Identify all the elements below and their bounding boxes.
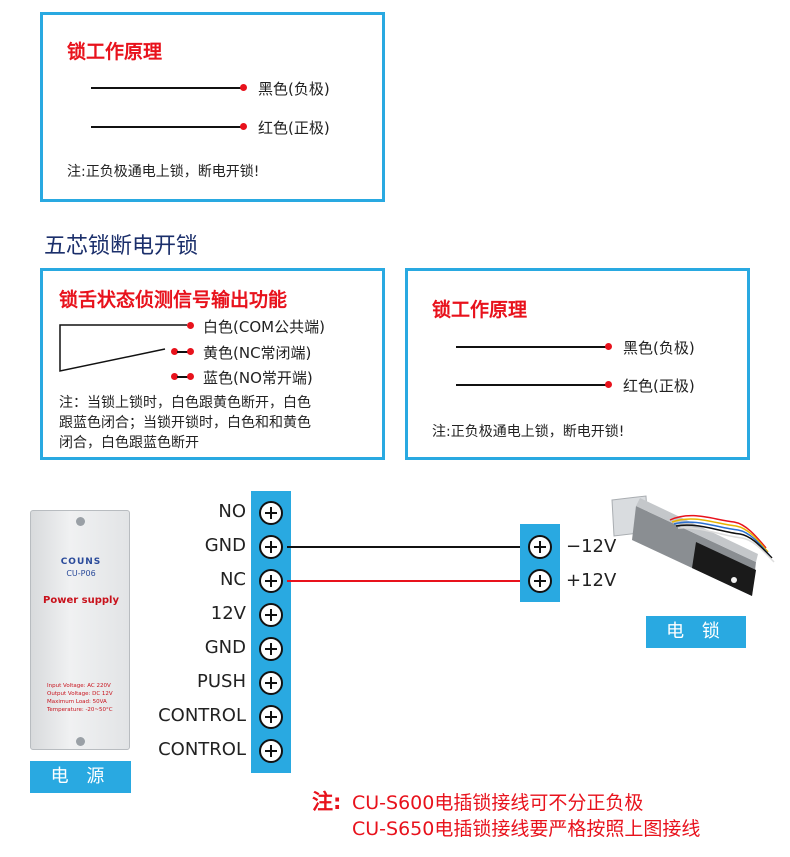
terminal-gnd-2 bbox=[259, 637, 283, 661]
red-wire-line-right bbox=[456, 384, 606, 386]
black-wire-line-right bbox=[456, 346, 606, 348]
power-supply-label: Power supply bbox=[43, 595, 119, 606]
section-title: 五芯锁断电开锁 bbox=[44, 234, 199, 259]
tongue-note-line-1: 注：当锁上锁时，白色跟黄色断开，白色 bbox=[59, 395, 311, 411]
terminal-nc bbox=[259, 569, 283, 593]
yellow-wire-dot-b bbox=[187, 348, 194, 355]
tongue-signal-title: 锁舌状态侦测信号输出功能 bbox=[59, 289, 288, 311]
black-wire-label-right: 黑色(负极) bbox=[623, 339, 695, 357]
switch-diagram bbox=[59, 324, 187, 372]
electric-lock-image bbox=[611, 495, 775, 596]
black-wire-label: 黑色(负极) bbox=[258, 80, 330, 98]
black-wire-dot bbox=[240, 84, 247, 91]
wire-nc-to-positive bbox=[287, 580, 527, 582]
power-supply-screw-top bbox=[76, 517, 85, 526]
terminal-12v bbox=[259, 603, 283, 627]
red-wire-dot bbox=[240, 123, 247, 130]
terminal-label-push: PUSH bbox=[197, 671, 246, 692]
tongue-note-line-2: 跟蓝色闭合；当锁开锁时，白色和和黄色 bbox=[59, 415, 311, 431]
lock-principle-right-note: 注:正负极通电上锁，断电开锁! bbox=[432, 424, 625, 440]
power-supply-spec-1: Input Voltage: AC 220V bbox=[47, 683, 111, 689]
blue-wire-line bbox=[177, 376, 189, 378]
power-supply-brand: COUNS bbox=[60, 557, 102, 567]
bottom-note-prefix: 注: bbox=[312, 790, 342, 814]
bottom-note-line-1: CU-S600电插锁接线可不分正负极 bbox=[352, 792, 644, 814]
power-supply-spec-2: Output Voltage: DC 12V bbox=[47, 691, 113, 697]
terminal-label-no: NO bbox=[218, 501, 246, 522]
lock-terminal-negative-label: −12V bbox=[566, 536, 617, 557]
electric-lock-tag: 电 锁 bbox=[646, 616, 746, 648]
red-wire-line bbox=[91, 126, 241, 128]
terminal-push bbox=[259, 671, 283, 695]
terminal-label-control-2: CONTROL bbox=[158, 739, 246, 760]
terminal-label-gnd-1: GND bbox=[204, 535, 246, 556]
power-supply-screw-bottom bbox=[76, 737, 85, 746]
terminal-gnd-1 bbox=[259, 535, 283, 559]
white-wire-dot bbox=[187, 322, 194, 329]
terminal-control-2 bbox=[259, 739, 283, 763]
wire-gnd-to-negative bbox=[287, 546, 527, 548]
white-wire-label: 白色(COM公共端) bbox=[203, 318, 325, 336]
lock-principle-box-right: 锁工作原理 黑色(负极) 红色(正极) 注:正负极通电上锁，断电开锁! bbox=[405, 268, 750, 460]
yellow-wire-dot-a bbox=[171, 348, 178, 355]
lock-terminal-positive bbox=[528, 569, 552, 593]
lock-terminal-positive-label: +12V bbox=[566, 570, 617, 591]
blue-wire-label: 蓝色(NO常开端) bbox=[203, 369, 313, 387]
power-supply-unit: COUNS CU-P06 Power supply Input Voltage:… bbox=[30, 510, 130, 750]
power-supply-tag: 电 源 bbox=[30, 761, 131, 793]
terminal-label-control-1: CONTROL bbox=[158, 705, 246, 726]
red-wire-label-right: 红色(正极) bbox=[623, 377, 695, 395]
terminal-no bbox=[259, 501, 283, 525]
lock-principle-right-title: 锁工作原理 bbox=[432, 299, 528, 321]
yellow-wire-label: 黄色(NC常闭端) bbox=[203, 344, 312, 362]
blue-wire-dot-a bbox=[171, 373, 178, 380]
terminal-control-1 bbox=[259, 705, 283, 729]
power-supply-model: CU-P06 bbox=[66, 569, 96, 578]
power-supply-spec-3: Maximum Load: 50VA bbox=[47, 699, 107, 705]
lock-terminal-negative bbox=[528, 535, 552, 559]
red-wire-dot-right bbox=[605, 381, 612, 388]
tongue-note-line-3: 闭合，白色跟蓝色断开 bbox=[59, 435, 199, 451]
power-terminal-strip bbox=[251, 491, 291, 773]
black-wire-line bbox=[91, 87, 241, 89]
bottom-note-line-2: CU-S650电插锁接线要严格按照上图接线 bbox=[352, 818, 701, 840]
terminal-label-nc: NC bbox=[219, 569, 246, 590]
power-supply-spec-4: Temperature: -20~50°C bbox=[47, 707, 113, 713]
terminal-label-12v: 12V bbox=[210, 603, 246, 624]
lock-principle-note: 注:正负极通电上锁，断电开锁! bbox=[67, 164, 260, 180]
lock-principle-box-top: 锁工作原理 黑色(负极) 红色(正极) 注:正负极通电上锁，断电开锁! bbox=[40, 12, 385, 202]
yellow-wire-line bbox=[177, 351, 189, 353]
tongue-signal-box: 锁舌状态侦测信号输出功能 白色(COM公共端) 黄色(NC常闭端) 蓝色(NO常… bbox=[40, 268, 385, 460]
lock-principle-title: 锁工作原理 bbox=[67, 41, 163, 63]
red-wire-label: 红色(正极) bbox=[258, 119, 330, 137]
terminal-label-gnd-2: GND bbox=[204, 637, 246, 658]
blue-wire-dot-b bbox=[187, 373, 194, 380]
black-wire-dot-right bbox=[605, 343, 612, 350]
